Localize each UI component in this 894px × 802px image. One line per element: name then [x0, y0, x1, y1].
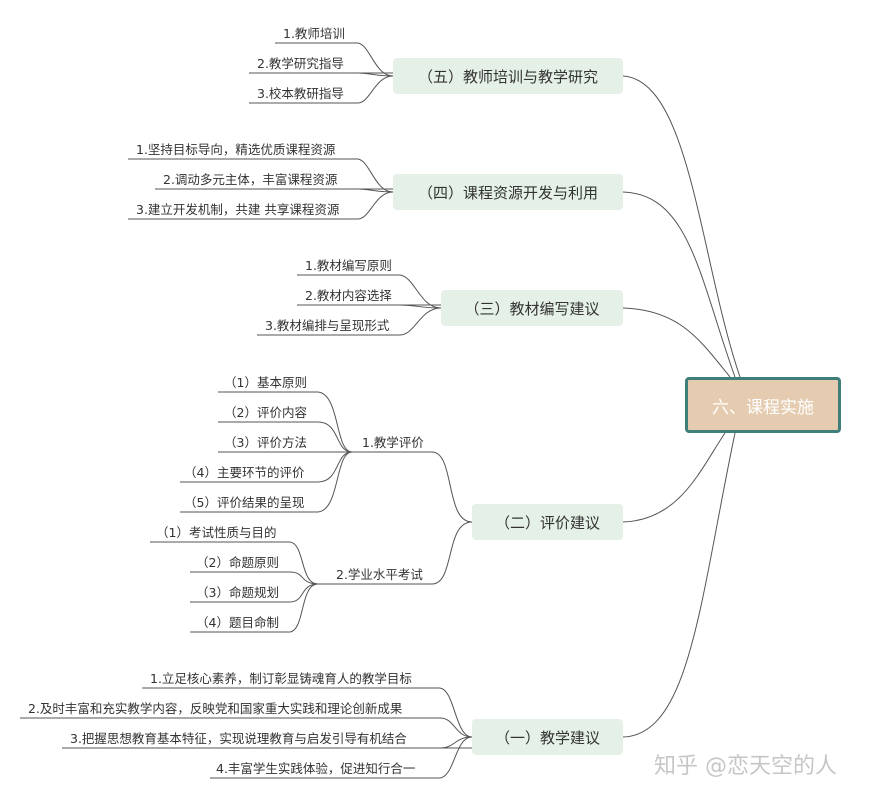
- sub-branch-teaching-evaluation[interactable]: 1.教学评价: [362, 435, 424, 450]
- branch-teaching[interactable]: （一）教学建议: [472, 719, 623, 755]
- leaf-item[interactable]: （1）考试性质与目的: [156, 525, 277, 540]
- leaf-item[interactable]: 1.坚持目标导向，精选优质课程资源: [136, 142, 336, 157]
- leaf-item[interactable]: 1.教师培训: [283, 26, 345, 41]
- leaf-item[interactable]: （2）评价内容: [224, 405, 307, 420]
- branch-evaluation[interactable]: （二）评价建议: [472, 504, 623, 540]
- branch-teacher-training[interactable]: （五）教师培训与教学研究: [393, 58, 623, 94]
- leaf-item[interactable]: 3.教材编排与呈现形式: [265, 318, 390, 333]
- leaf-item[interactable]: （3）命题规划: [196, 585, 279, 600]
- leaf-item[interactable]: 4.丰富学生实践体验，促进知行合一: [216, 761, 416, 776]
- leaf-item[interactable]: 3.校本教研指导: [257, 86, 344, 101]
- branch-resource-development[interactable]: （四）课程资源开发与利用: [393, 174, 623, 210]
- leaf-item[interactable]: （3）评价方法: [224, 435, 307, 450]
- branch-textbook-writing[interactable]: （三）教材编写建议: [441, 290, 623, 326]
- leaf-item[interactable]: （4）题目命制: [196, 615, 279, 630]
- leaf-item[interactable]: （2）命题原则: [196, 555, 279, 570]
- leaf-item[interactable]: 2.教材内容选择: [305, 288, 392, 303]
- watermark: 知乎 @恋天空的人: [654, 754, 837, 779]
- leaf-item[interactable]: （1）基本原则: [224, 375, 307, 390]
- leaf-item[interactable]: 1.立足核心素养，制订彰显铸魂育人的教学目标: [150, 671, 412, 686]
- leaf-item[interactable]: 3.把握思想教育基本特征，实现说理教育与启发引导有机结合: [70, 731, 407, 746]
- root-topic[interactable]: 六、课程实施: [685, 377, 841, 433]
- leaf-item[interactable]: （4）主要环节的评价: [184, 465, 305, 480]
- leaf-item[interactable]: 2.教学研究指导: [257, 56, 344, 71]
- sub-branch-proficiency-exam[interactable]: 2.学业水平考试: [336, 567, 423, 582]
- leaf-item[interactable]: 2.及时丰富和充实教学内容，反映党和国家重大实践和理论创新成果: [28, 701, 403, 716]
- leaf-item[interactable]: 2.调动多元主体，丰富课程资源: [163, 172, 338, 187]
- leaf-item[interactable]: 3.建立开发机制，共建 共享课程资源: [136, 202, 340, 217]
- leaf-item[interactable]: 1.教材编写原则: [305, 258, 392, 273]
- leaf-item[interactable]: （5）评价结果的呈现: [184, 495, 305, 510]
